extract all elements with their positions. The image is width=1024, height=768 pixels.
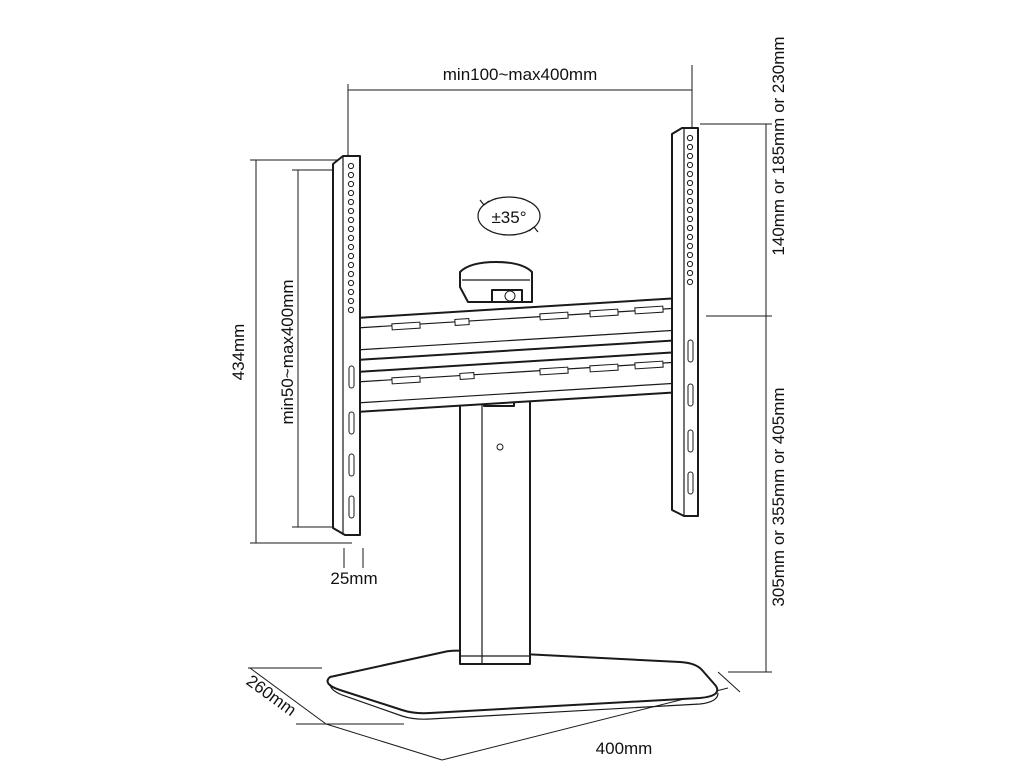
arm-hole xyxy=(347,180,355,188)
arm-slot xyxy=(348,453,355,477)
arm-hole xyxy=(347,234,355,242)
arm-hole xyxy=(686,251,694,259)
arm-hole xyxy=(686,170,694,178)
arm-slot xyxy=(687,429,694,453)
arm-hole xyxy=(347,243,355,251)
arm-hole xyxy=(686,215,694,223)
vesa-width-label: min100~max400mm xyxy=(443,65,598,84)
arm-hole xyxy=(347,270,355,278)
arm-slot xyxy=(687,339,694,363)
arm-slot xyxy=(348,411,355,435)
arm-hole xyxy=(686,143,694,151)
rotation-badge: ±35° xyxy=(477,196,541,236)
arm-offset-label: 25mm xyxy=(330,569,377,588)
arm-hole xyxy=(686,260,694,268)
arm-hole xyxy=(686,179,694,187)
arm-slot xyxy=(687,471,694,495)
arm-hole xyxy=(686,278,694,286)
arm-hole xyxy=(686,188,694,196)
left-vertical-arm xyxy=(332,155,361,536)
arm-hole xyxy=(347,297,355,305)
arm-hole xyxy=(347,252,355,260)
arm-hole xyxy=(347,225,355,233)
arm-hole xyxy=(347,216,355,224)
total-height-label: 434mm xyxy=(229,324,248,381)
arm-hole xyxy=(686,269,694,277)
arm-hole xyxy=(686,152,694,160)
arm-hole xyxy=(347,171,355,179)
arm-hole xyxy=(347,207,355,215)
arm-hole xyxy=(686,224,694,232)
arm-hole xyxy=(347,189,355,197)
arm-hole xyxy=(347,261,355,269)
arm-hole xyxy=(686,206,694,214)
arm-hole xyxy=(686,233,694,241)
support-post xyxy=(459,391,531,665)
arm-slot xyxy=(348,365,355,389)
dimension-lines xyxy=(248,65,772,761)
rotation-label: ±35° xyxy=(491,208,526,227)
arm-hole xyxy=(686,161,694,169)
arm-hole xyxy=(347,306,355,314)
upper-heights-label: 140mm or 185mm or 230mm xyxy=(769,36,788,255)
arm-hole xyxy=(347,162,355,170)
vesa-height-label: min50~max400mm xyxy=(278,279,297,424)
arm-slot xyxy=(348,495,355,519)
arm-hole xyxy=(686,242,694,250)
arm-hole xyxy=(347,279,355,287)
arm-hole xyxy=(347,288,355,296)
arm-hole xyxy=(686,197,694,205)
base-depth-label: 260mm xyxy=(243,671,300,720)
right-vertical-arm xyxy=(671,127,699,517)
arm-hole xyxy=(347,198,355,206)
lower-heights-label: 305mm or 355mm or 405mm xyxy=(769,387,788,606)
arm-hole xyxy=(686,134,694,142)
base-width-label: 400mm xyxy=(596,739,653,758)
cross-beams xyxy=(355,297,683,413)
swivel-head xyxy=(459,261,533,303)
arm-slot xyxy=(687,383,694,407)
